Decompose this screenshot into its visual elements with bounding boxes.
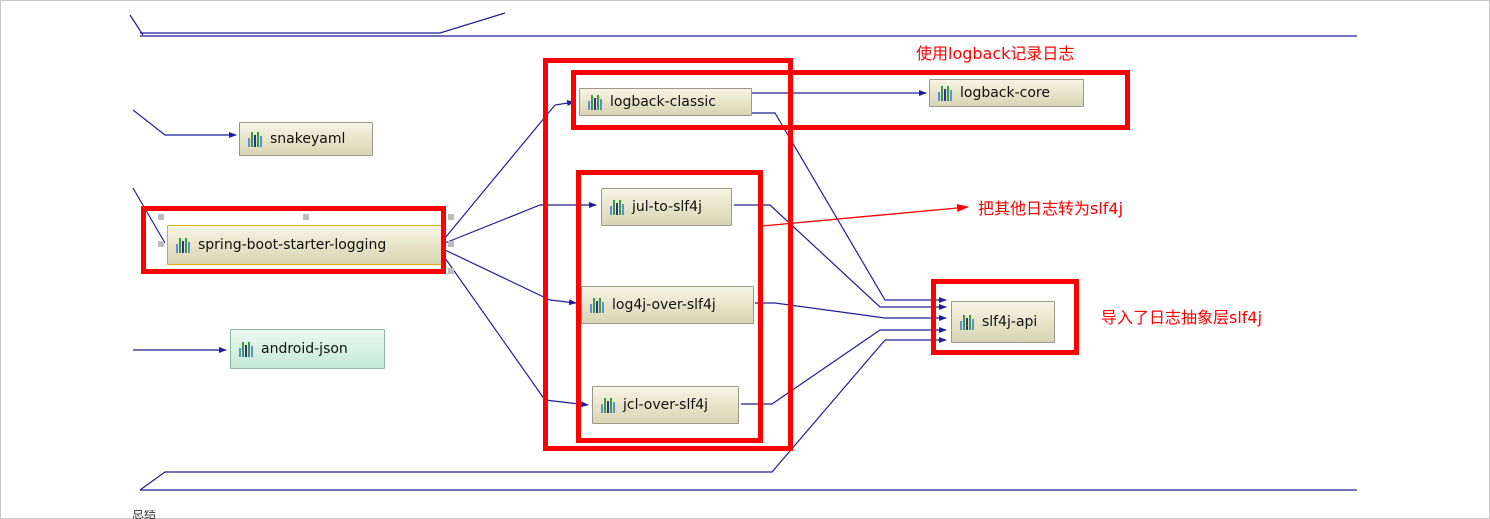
library-bars-icon xyxy=(610,199,627,215)
annotation-convert: 把其他日志转为slf4j xyxy=(978,199,1124,218)
node-label: logback-classic xyxy=(610,94,717,110)
library-bars-icon xyxy=(590,297,607,313)
node-label: logback-core xyxy=(960,85,1050,101)
library-bars-icon xyxy=(601,397,618,413)
library-bars-icon xyxy=(960,314,977,330)
highlight-box-slf4j-api xyxy=(931,279,1079,355)
edge-to-snakeyaml xyxy=(132,109,237,138)
edge-starter-classic xyxy=(444,100,575,239)
footer-text: 总结 xyxy=(132,510,157,519)
edge-bottom-diag xyxy=(139,339,886,491)
edge-starter-log4j xyxy=(444,249,577,306)
edge-top-diag xyxy=(140,12,506,34)
library-bars-icon xyxy=(248,131,265,147)
highlight-box-bridges-inner xyxy=(576,170,763,443)
node-label: jcl-over-slf4j xyxy=(623,397,709,413)
highlight-box-bridges-outer xyxy=(543,58,793,451)
library-bars-icon xyxy=(239,341,256,357)
edge-to-starter xyxy=(132,187,166,244)
selection-handle[interactable] xyxy=(448,214,454,220)
library-bars-icon xyxy=(176,237,193,253)
annotation-arrow xyxy=(761,204,969,227)
node-label: slf4j-api xyxy=(982,314,1038,330)
selection-handle[interactable] xyxy=(448,241,454,247)
library-bars-icon xyxy=(938,85,955,101)
edge-classic-api xyxy=(752,112,947,303)
node-label: jul-to-slf4j xyxy=(632,199,702,215)
highlight-box-starter xyxy=(141,206,446,274)
node-snakeyaml[interactable]: snakeyaml xyxy=(239,122,373,156)
highlight-box-logback xyxy=(571,70,1130,130)
node-label: spring-boot-starter-logging xyxy=(198,237,387,253)
node-jcl-over-slf4j[interactable]: jcl-over-slf4j xyxy=(592,386,739,424)
node-label: android-json xyxy=(261,341,348,357)
edge-jcl-api xyxy=(741,327,947,405)
node-logback-core[interactable]: logback-core xyxy=(929,79,1084,107)
node-label: log4j-over-slf4j xyxy=(612,297,716,313)
selection-handle[interactable] xyxy=(158,241,164,247)
node-slf4j-api[interactable]: slf4j-api xyxy=(951,301,1055,343)
selection-handle[interactable] xyxy=(158,214,164,220)
node-log4j-over-slf4j[interactable]: log4j-over-slf4j xyxy=(581,286,754,324)
selection-handle[interactable] xyxy=(448,268,454,274)
node-logback-classic[interactable]: logback-classic xyxy=(579,88,752,116)
annotation-logback: 使用logback记录日志 xyxy=(916,44,1075,63)
annotation-abstraction: 导入了日志抽象层slf4j xyxy=(1101,308,1263,327)
node-android-json[interactable]: android-json xyxy=(230,329,385,369)
node-jul-to-slf4j[interactable]: jul-to-slf4j xyxy=(601,188,732,226)
edge-top-left-diag xyxy=(129,14,144,36)
node-label: snakeyaml xyxy=(270,131,346,147)
edge-log4j-api xyxy=(755,302,947,321)
edge-jul-api xyxy=(734,204,947,310)
selection-handle[interactable] xyxy=(303,214,309,220)
node-spring-boot-starter-logging[interactable]: spring-boot-starter-logging xyxy=(167,225,442,265)
library-bars-icon xyxy=(588,94,605,110)
